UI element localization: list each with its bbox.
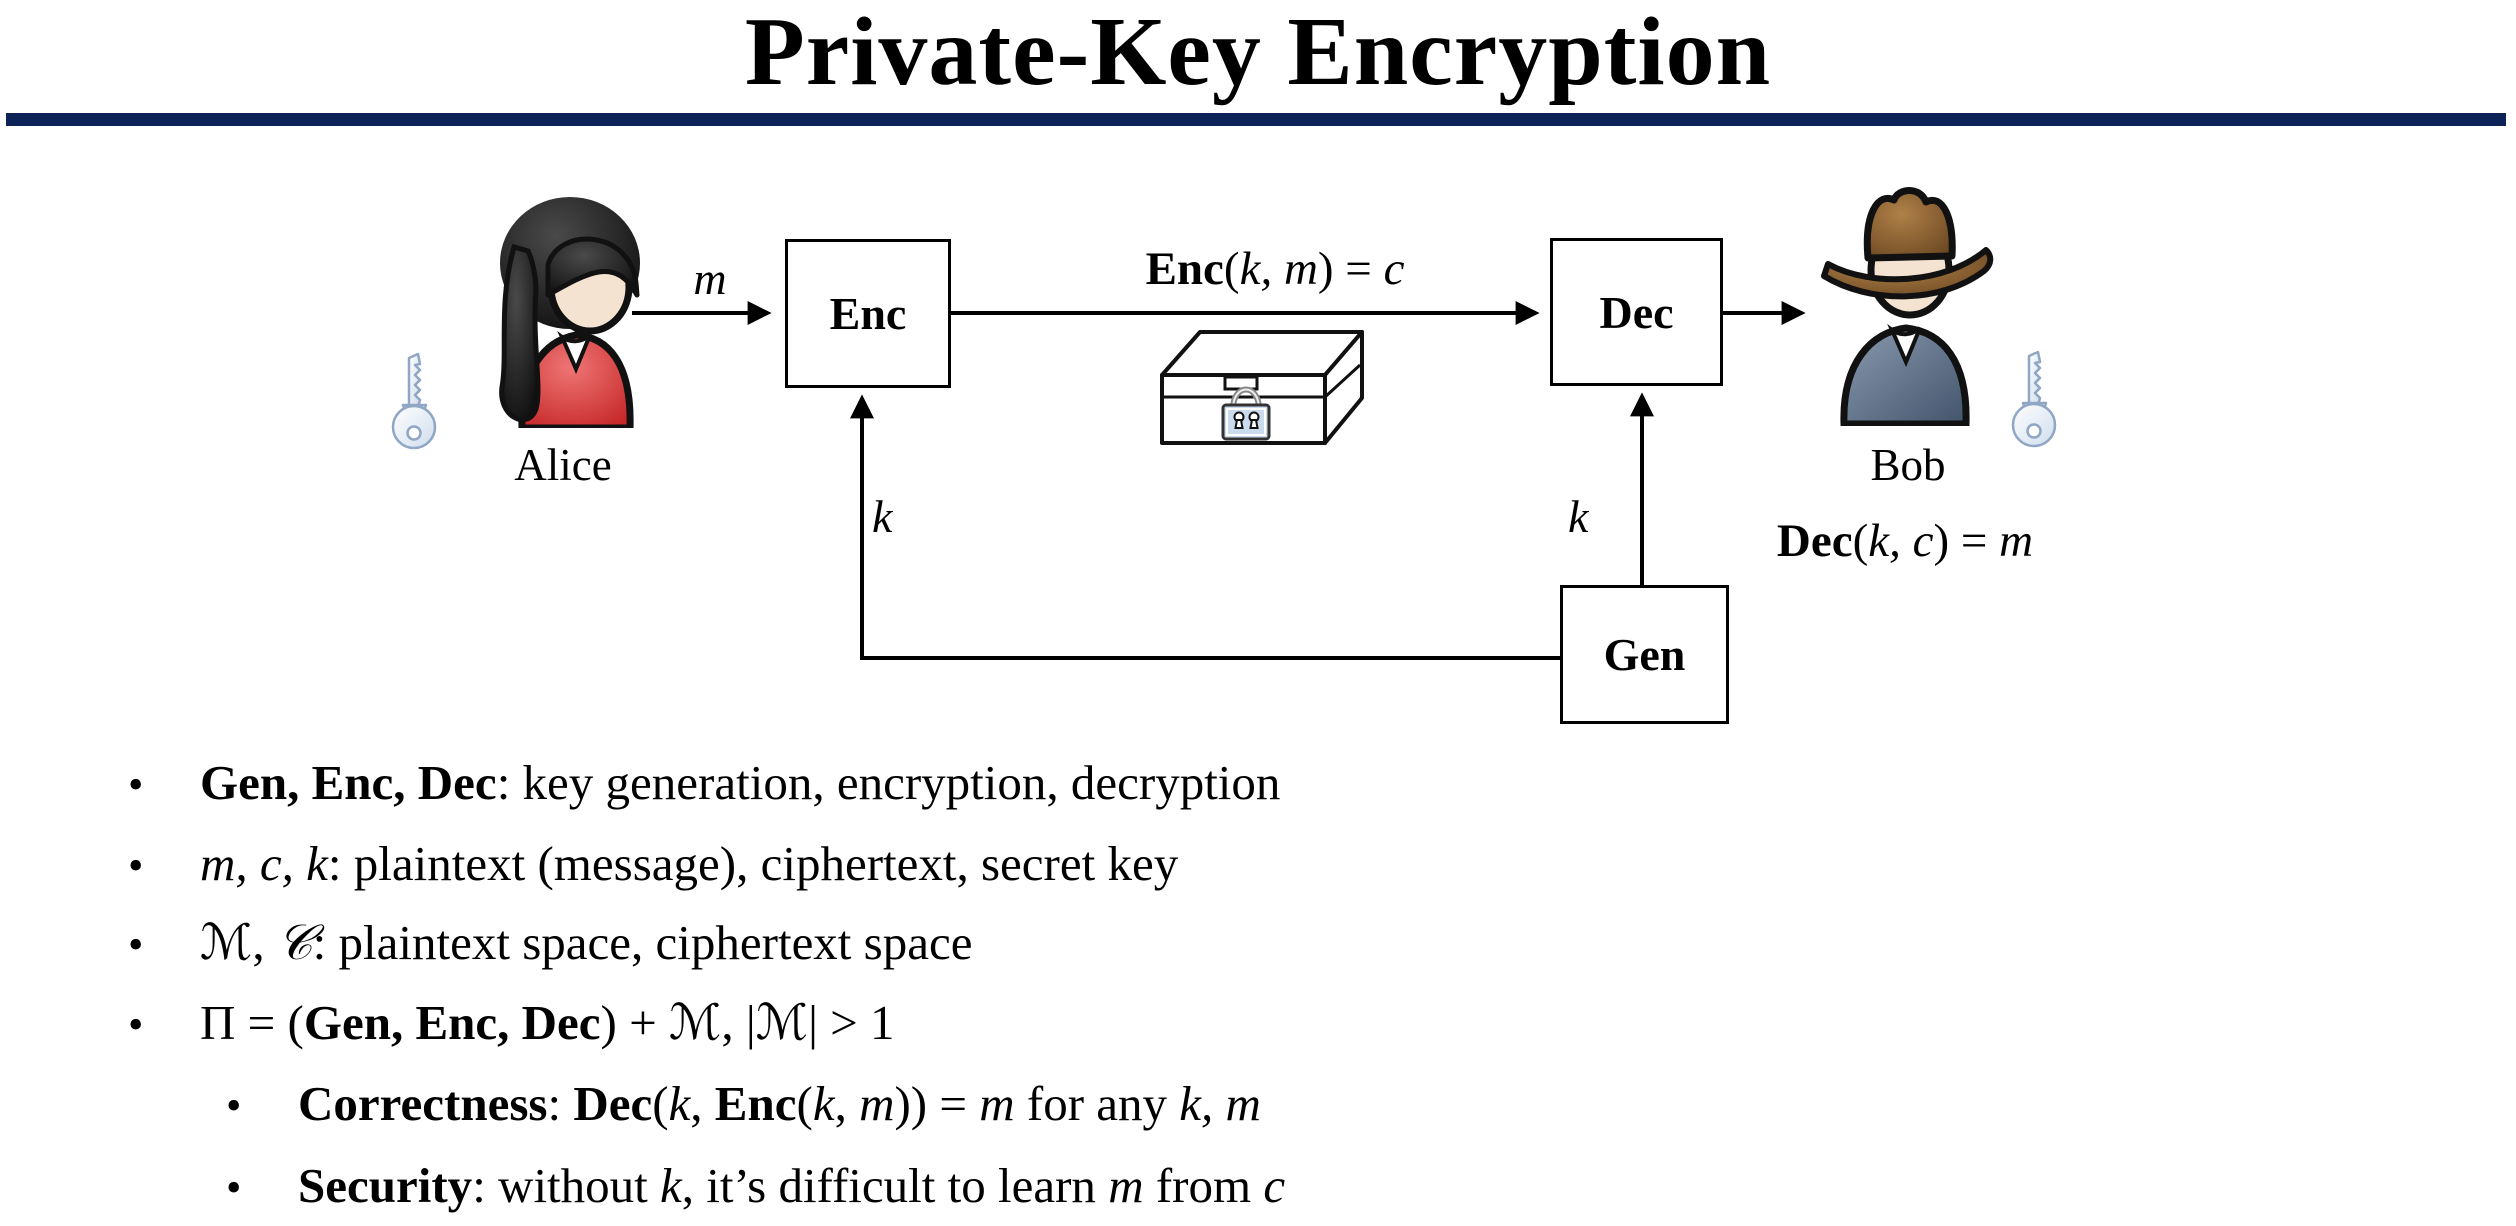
bob-label: Bob — [1870, 440, 1946, 490]
bullet-dot: • — [128, 760, 144, 809]
bullet-text: Gen, Enc, Dec: key generation, encryptio… — [200, 755, 1281, 810]
bullet-dot: • — [226, 1081, 242, 1130]
woman-avatar-icon — [499, 197, 640, 428]
bullet-text: ℳ, 𝒞: plaintext space, ciphertext space — [200, 914, 973, 971]
locked-chest-icon — [1160, 330, 1364, 445]
bullet-text: m, c, k: plaintext (message), ciphertext… — [200, 836, 1179, 891]
bullet-subitem: • Security: without k, it’s difficult to … — [226, 1156, 1285, 1218]
bullet-item: • Gen, Enc, Dec: key generation, encrypti… — [128, 753, 1280, 815]
bullet-item: • m, c, k: plaintext (message), ciphertex… — [128, 834, 1178, 896]
dec-box: Dec — [1550, 238, 1723, 386]
key-icon — [2011, 350, 2057, 448]
bullet-item: • ℳ, 𝒞: plaintext space, ciphertext space — [128, 913, 973, 975]
key-icon — [391, 352, 437, 450]
bullet-dot: • — [128, 1000, 144, 1049]
enc-box: Enc — [785, 239, 951, 388]
message-label: m — [693, 253, 727, 304]
page-title: Private-Key Encryption — [744, 0, 1772, 106]
key-label-right: k — [1568, 491, 1589, 542]
alice-label: Alice — [514, 440, 612, 490]
bullet-text: Correctness: Dec(k, Enc(k, m)) = m for a… — [298, 1076, 1261, 1131]
man-avatar-icon — [1821, 187, 1994, 426]
bullet-item: • Π = (Gen, Enc, Dec) + ℳ, |ℳ| > 1 — [128, 993, 895, 1055]
bullet-text: Security: without k, it’s difficult to l… — [298, 1158, 1286, 1213]
bullet-dot: • — [128, 841, 144, 890]
bullet-dot: • — [226, 1163, 242, 1212]
key-label-left: k — [872, 491, 893, 542]
bullet-subitem: • Correctness: Dec(k, Enc(k, m)) = m for … — [226, 1074, 1261, 1136]
enc-formula: Enc(k, m) = c — [1145, 243, 1405, 295]
gen-box: Gen — [1560, 585, 1729, 724]
dec-formula: Dec(k, c) = m — [1776, 515, 2034, 567]
bullet-dot: • — [128, 920, 144, 969]
title-underline — [6, 113, 2506, 126]
bullet-text: Π = (Gen, Enc, Dec) + ℳ, |ℳ| > 1 — [200, 994, 895, 1051]
